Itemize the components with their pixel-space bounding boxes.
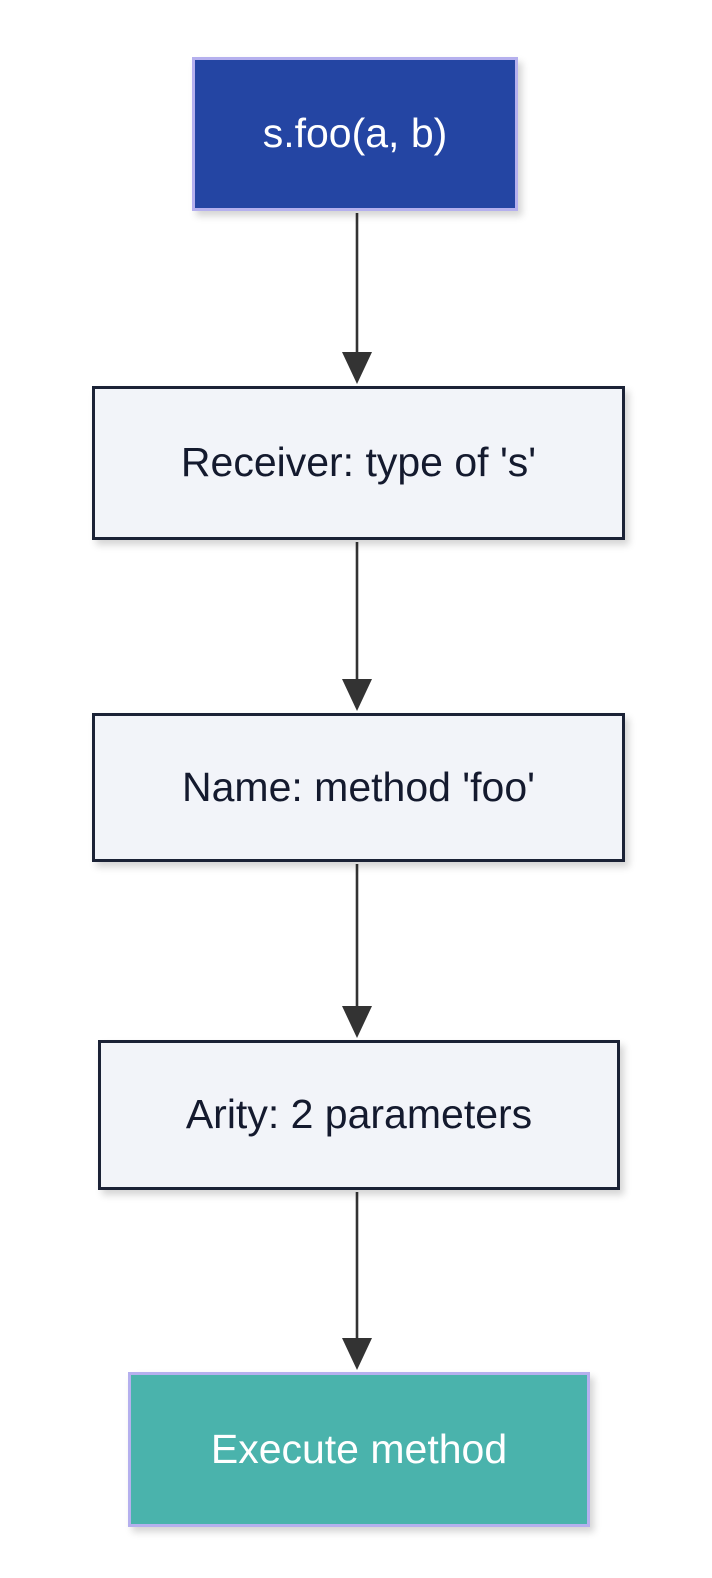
flow-node-label: Execute method bbox=[210, 1425, 508, 1472]
flow-node-receiver[interactable]: Receiver: type of 's' bbox=[92, 386, 625, 540]
flow-node-label: s.foo(a, b) bbox=[262, 110, 448, 157]
arrowhead-icon bbox=[342, 1338, 372, 1370]
flow-arrow bbox=[342, 213, 372, 384]
flow-node-label: Arity: 2 parameters bbox=[185, 1091, 533, 1138]
flow-node-name[interactable]: Name: method 'foo' bbox=[92, 713, 625, 862]
flow-arrow bbox=[342, 542, 372, 711]
flow-node-arity[interactable]: Arity: 2 parameters bbox=[98, 1040, 620, 1190]
arrowhead-icon bbox=[342, 352, 372, 384]
arrowhead-icon bbox=[342, 679, 372, 711]
flow-node-execute[interactable]: Execute method bbox=[128, 1372, 590, 1527]
flow-node-label: Name: method 'foo' bbox=[182, 763, 535, 810]
flow-node-call-expression[interactable]: s.foo(a, b) bbox=[192, 57, 518, 211]
flow-arrow bbox=[342, 864, 372, 1038]
flow-arrow bbox=[342, 1192, 372, 1370]
arrowhead-icon bbox=[342, 1006, 372, 1038]
flow-node-label: Receiver: type of 's' bbox=[180, 439, 537, 486]
